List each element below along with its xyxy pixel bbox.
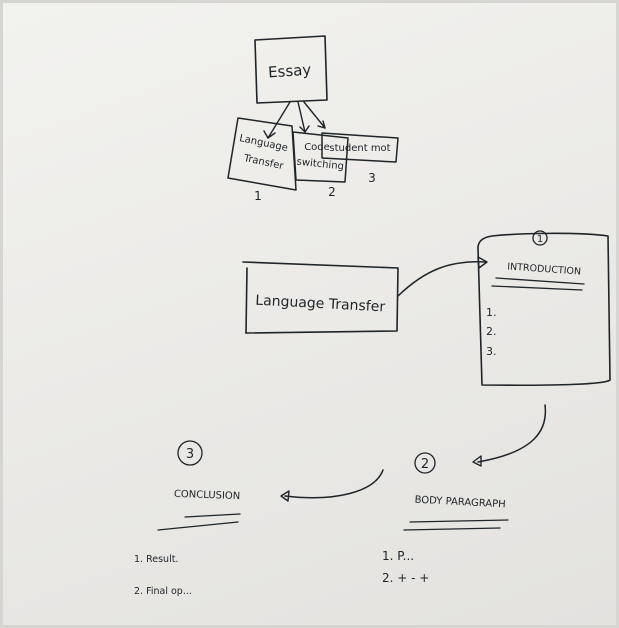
option-2-box <box>292 131 349 183</box>
conclusion-item-1: 1. Result. <box>134 554 178 565</box>
option-1-label-line-1: Language <box>238 133 289 154</box>
conclusion-node: 3 CONCLUSION 1. Result. 2. Final op... <box>134 440 241 597</box>
arrow-line <box>284 469 384 499</box>
option-1-box <box>227 117 297 191</box>
body-item-1: 1. P... <box>382 549 414 563</box>
arrowhead-2 <box>299 125 310 133</box>
body-node: 2 BODY PARAGRAPH 1. P... 2. + - + <box>382 452 509 585</box>
conclusion-number-circle <box>177 440 203 466</box>
arrowhead-3 <box>317 120 326 129</box>
essay-box <box>254 35 328 104</box>
introduction-node: 1 INTRODUCTION 1. 2. 3. <box>477 230 611 387</box>
introduction-number: 1 <box>537 234 543 245</box>
option-2-number: 2 <box>328 185 336 199</box>
arrow-line <box>397 261 487 297</box>
conclusion-underline-2 <box>157 521 239 531</box>
introduction-item-1: 1. <box>486 306 497 319</box>
option-3-number: 3 <box>368 171 376 185</box>
arrow-topic-to-intro <box>397 256 488 297</box>
arrow-line <box>477 404 547 463</box>
introduction-underline-2 <box>491 285 583 291</box>
body-underline-2 <box>403 527 501 531</box>
body-number: 2 <box>421 457 429 472</box>
topic-box-left <box>245 267 248 334</box>
essay-label: Essay <box>267 61 311 82</box>
body-title: BODY PARAGRAPH <box>414 495 506 511</box>
arrow-intro-to-body <box>472 404 547 467</box>
option-2-label-line-2: switching <box>296 157 344 173</box>
conclusion-underline-1 <box>184 513 241 518</box>
option-2-label-line-1: Code <box>304 142 330 153</box>
option-3-box <box>321 132 399 163</box>
arrowhead <box>472 455 482 467</box>
arrow-to-option-2 <box>297 101 306 133</box>
body-number-circle <box>414 452 436 474</box>
topic-label: Language Transfer <box>255 293 386 316</box>
conclusion-item-2: 2. Final op... <box>134 586 192 597</box>
conclusion-number: 3 <box>186 447 194 462</box>
introduction-underline-1 <box>495 277 585 285</box>
arrow-body-to-conclusion <box>280 469 384 502</box>
arrowhead-1 <box>263 130 276 139</box>
arrow-to-option-1 <box>267 101 291 139</box>
option-code-switching: Code switching 2 <box>292 131 349 199</box>
arrowhead <box>280 490 290 502</box>
introduction-title: INTRODUCTION <box>507 261 581 277</box>
option-3-label: student mot <box>329 143 390 154</box>
option-language-transfer: Language Transfer 1 <box>227 117 297 203</box>
introduction-item-3: 3. <box>486 345 497 358</box>
topic-node: Language Transfer <box>242 261 399 334</box>
option-student-motivation: student mot 3 <box>321 132 399 185</box>
body-item-2: 2. + - + <box>382 571 429 585</box>
topic-box-lines <box>242 261 399 334</box>
essay-node: Essay <box>254 35 328 104</box>
introduction-number-circle <box>532 230 548 246</box>
introduction-card <box>477 232 611 387</box>
option-1-label-line-2: Transfer <box>242 153 285 173</box>
arrow-to-option-3 <box>303 101 326 129</box>
introduction-item-2: 2. <box>486 325 497 338</box>
body-underline-1 <box>409 519 509 523</box>
conclusion-title: CONCLUSION <box>174 489 241 502</box>
essay-arrows <box>263 101 326 139</box>
option-1-number: 1 <box>254 189 262 203</box>
